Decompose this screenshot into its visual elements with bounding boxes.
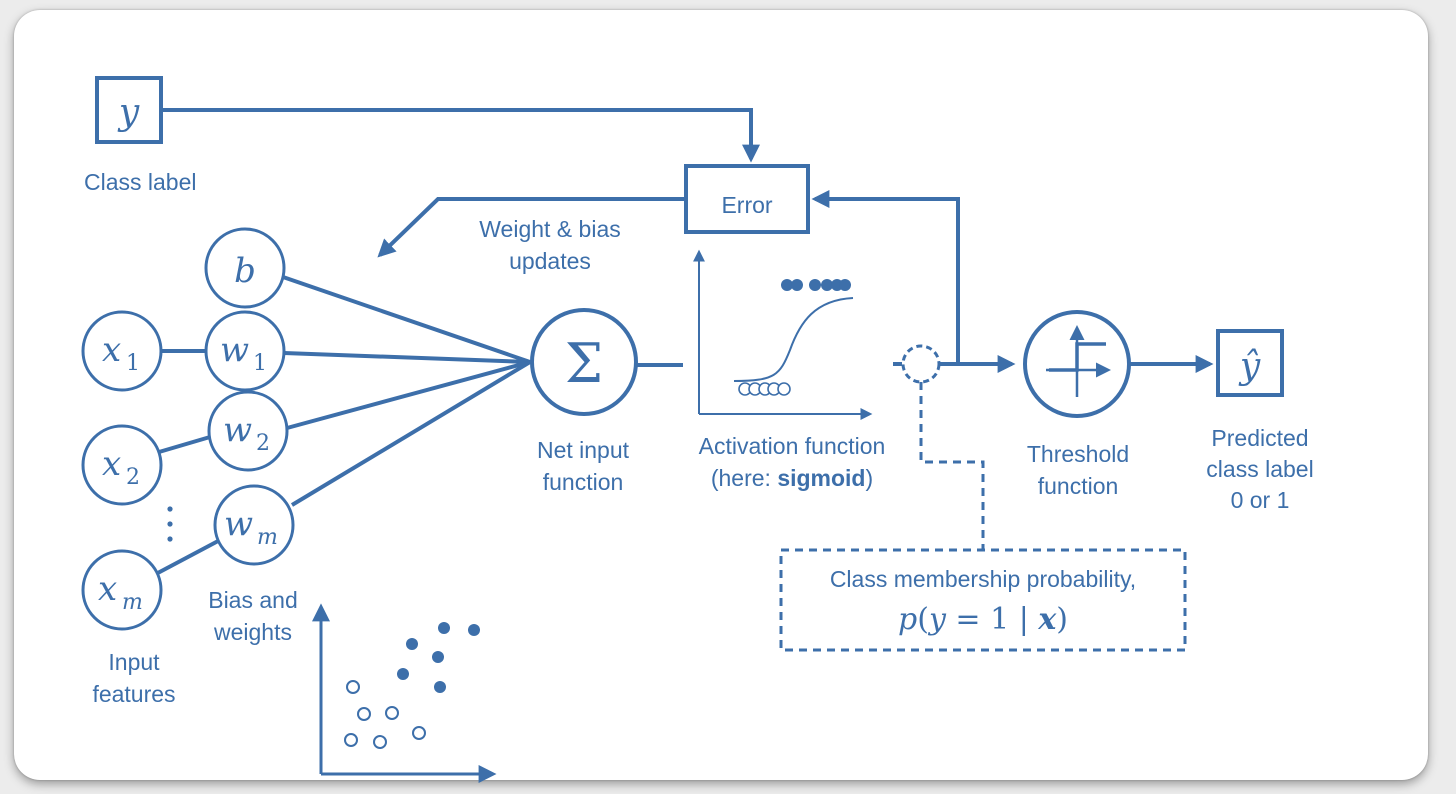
- probability-box: [779, 548, 1187, 652]
- formula-p: p: [898, 602, 917, 637]
- bias-weights-line1: Bias and: [208, 587, 298, 613]
- label-to-error-arrow: [161, 108, 760, 163]
- weight-wm-sub: m: [257, 525, 278, 550]
- input-x2-var: x: [102, 444, 121, 484]
- error-label: Error: [721, 192, 772, 218]
- activation-here: (here:: [711, 465, 777, 491]
- input-node-xm: x m: [81, 549, 163, 631]
- formula-y: y: [927, 602, 947, 637]
- ellipsis-dots: [167, 506, 173, 542]
- activation-name: sigmoid: [777, 465, 865, 491]
- sum-symbol: Σ: [565, 332, 603, 395]
- weight-update-arrow: [377, 197, 686, 258]
- formula-close: ): [1056, 602, 1068, 637]
- activation-line1: Activation function: [699, 433, 886, 459]
- formula-open: (: [917, 602, 929, 637]
- xm-wm-line: [153, 538, 221, 577]
- probability-formula: p(y = 1 | x): [898, 602, 1068, 637]
- predicted-line2: class label: [1206, 456, 1313, 482]
- weight-w1-var: w: [220, 330, 249, 370]
- input-x1-sub: 1: [126, 351, 140, 376]
- activation-plot: [693, 249, 873, 420]
- probability-text: Class membership probability,: [830, 566, 1136, 592]
- w1-sum-line: [283, 351, 531, 364]
- class-label-symbol: y: [117, 92, 140, 133]
- formula-eq: = 1 |: [946, 602, 1038, 637]
- weight-updates-line1: Weight & bias: [479, 216, 620, 242]
- weight-node-w1: w 1: [204, 310, 286, 392]
- b-sum-line: [282, 275, 531, 364]
- bias-node: [204, 227, 286, 309]
- weight-w1-sub: 1: [253, 351, 267, 376]
- input-node-x2: x 2: [81, 424, 163, 506]
- predicted-line1: Predicted: [1211, 425, 1308, 451]
- step-function-icon: [1046, 325, 1111, 397]
- input-xm-sub: m: [122, 590, 143, 615]
- threshold-line1: Threshold: [1027, 441, 1129, 467]
- wm-sum-line: [290, 360, 532, 507]
- formula-x: x: [1037, 602, 1057, 637]
- class-label-text: Class label: [84, 169, 197, 195]
- weight-updates-line2: updates: [509, 248, 591, 274]
- input-features-line2: features: [92, 681, 175, 707]
- w2-sum-line: [286, 360, 531, 430]
- predicted-label-box: [1216, 329, 1284, 397]
- weight-w2-sub: 2: [256, 431, 270, 456]
- weight-node-w2: w 2: [207, 390, 289, 472]
- net-input-line2: function: [543, 469, 624, 495]
- error-feedback-arrow: [811, 190, 960, 364]
- net-input-node: [530, 308, 638, 416]
- activation-line2: (here: sigmoid): [711, 465, 873, 491]
- bias-weights-line2: weights: [213, 619, 292, 645]
- input-node-x1: x 1: [81, 310, 163, 392]
- weight-wm-var: w: [224, 504, 253, 544]
- input-xm-var: x: [98, 569, 117, 609]
- x2-w2-line: [158, 435, 211, 454]
- input-scatter-plot: [312, 603, 497, 783]
- sigmoid-curve: [733, 297, 854, 382]
- input-x2-sub: 2: [126, 465, 140, 490]
- probability-node: [901, 344, 941, 384]
- predicted-line3: 0 or 1: [1231, 487, 1290, 513]
- predicted-symbol: ŷ: [1238, 346, 1261, 387]
- weight-w2-var: w: [223, 410, 252, 450]
- threshold-line2: function: [1038, 473, 1119, 499]
- activation-close: ): [865, 465, 873, 491]
- input-features-line1: Input: [108, 649, 160, 675]
- net-input-line1: Net input: [537, 437, 630, 463]
- weight-node-wm: w m: [213, 484, 295, 566]
- probability-connector: [919, 382, 985, 550]
- bias-symbol: b: [234, 251, 256, 291]
- input-x1-var: x: [102, 330, 121, 370]
